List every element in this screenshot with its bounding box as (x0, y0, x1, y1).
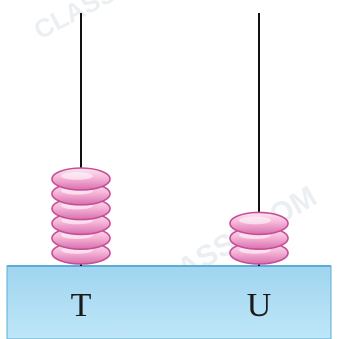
bead-stack-units (229, 211, 289, 265)
place-label-tens: T (71, 287, 92, 324)
bead-highlight (239, 216, 271, 225)
bead-highlight (61, 172, 93, 180)
bead-stack-tens (51, 167, 111, 265)
abacus-base (6, 265, 332, 339)
watermark-text-1: CLASSROOM (29, 0, 192, 45)
place-label-units: U (247, 287, 272, 324)
